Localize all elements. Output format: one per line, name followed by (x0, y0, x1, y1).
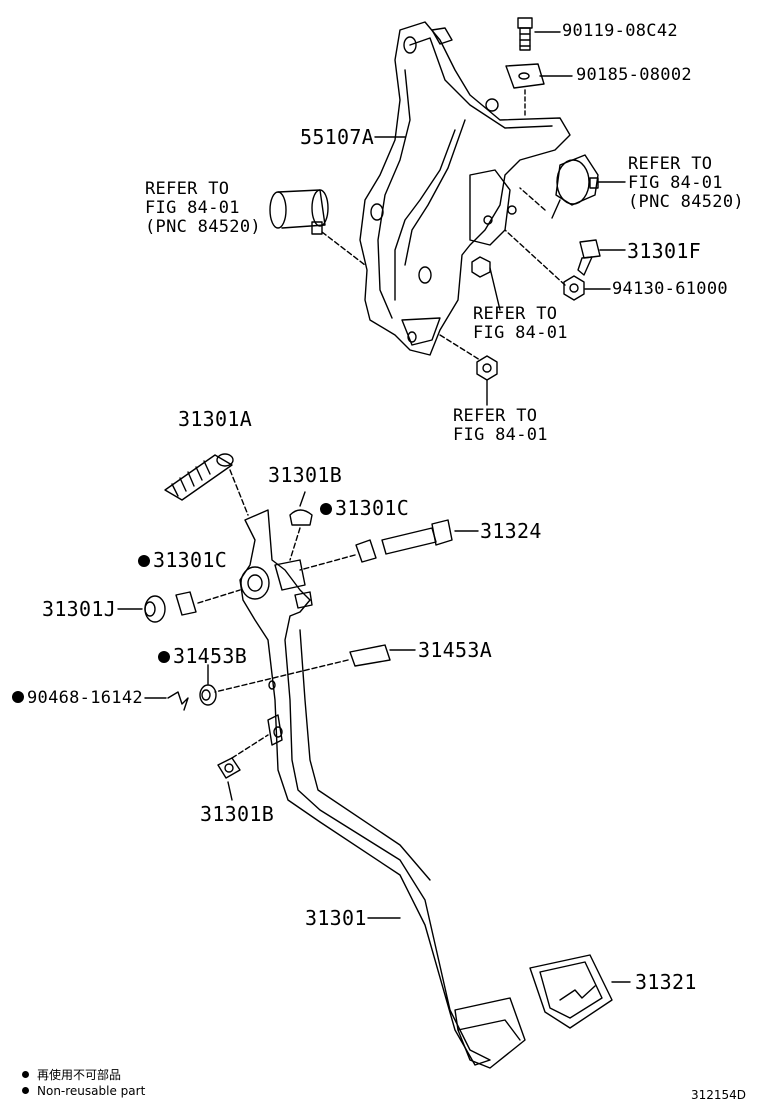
bush-31301C-left-icon (175, 591, 197, 616)
label-31321: 31321 (635, 970, 697, 994)
label-31301F: 31301F (627, 239, 702, 263)
legend-jp: 再使用不可部品 (22, 1066, 121, 1083)
label-90468-16142: 90468-16142 (12, 689, 143, 708)
refer-left-line2: FIG 84-01 (145, 198, 240, 218)
pedal-pad-icon (454, 997, 526, 1069)
washer-90185-icon (505, 63, 545, 89)
label-31453B: 31453B (158, 645, 247, 667)
refer-left-line1: REFER TO (145, 179, 230, 199)
pin-31453A-icon (349, 644, 416, 667)
stop-switch-left-icon (269, 189, 329, 235)
label-31301J: 31301J (42, 597, 117, 621)
refer-right-line2: FIG 84-01 (628, 173, 723, 193)
label-31453A: 31453A (418, 638, 493, 662)
refer-right-line3: (PNC 84520) (628, 192, 744, 212)
pedal-arm-31301 (239, 509, 491, 1066)
label-55107A: 55107A (300, 125, 375, 149)
legend-en: Non-reusable part (22, 1084, 145, 1098)
label-31301: 31301 (305, 906, 367, 930)
label-31324: 31324 (480, 519, 542, 543)
label-31301C-left: 31301C (138, 549, 227, 571)
refer-right-line1: REFER TO (628, 154, 713, 174)
pedal-pad-31321-icon (529, 954, 613, 1029)
refer-mid-line1: REFER TO (473, 304, 558, 324)
non-reusable-dot-icon (138, 555, 150, 567)
refer-low-line1: REFER TO (453, 406, 538, 426)
refer-left-line3: (PNC 84520) (145, 217, 261, 237)
label-31301B-top: 31301B (268, 463, 343, 487)
pin-31324-icon (381, 519, 453, 555)
bush-31453B-icon (199, 684, 217, 706)
collar-31301J-icon (144, 595, 166, 623)
label-90185-08002: 90185-08002 (576, 65, 692, 85)
non-reusable-dot-icon (12, 691, 24, 703)
figure-id: 312154D (690, 1088, 746, 1102)
label-94130-61000: 94130-61000 (612, 279, 728, 299)
label-31301B-low: 31301B (200, 802, 275, 826)
pedal-bracket-55107A (359, 21, 571, 356)
spring-31301A-icon (164, 453, 234, 501)
non-reusable-dot-icon (158, 651, 170, 663)
label-31301C-right: 31301C (320, 497, 409, 519)
bolt-90119-icon (517, 17, 533, 51)
label-31301A: 31301A (178, 407, 253, 431)
label-90119-08C42: 90119-08C42 (562, 21, 678, 41)
legend-dot-icon (22, 1087, 29, 1094)
refer-low-line2: FIG 84-01 (453, 425, 548, 445)
bolt-31301F-icon (577, 239, 601, 276)
cushion-31301B-top-icon (289, 509, 313, 526)
non-reusable-dot-icon (320, 503, 332, 515)
legend-dot-icon (22, 1071, 29, 1078)
stop-switch-right-icon (551, 154, 599, 219)
clip-90468-icon (167, 691, 189, 711)
refer-mid-line2: FIG 84-01 (473, 323, 568, 343)
bush-31301C-right-icon (355, 539, 377, 563)
nut-94130-icon (563, 275, 585, 301)
nut-bracket-icon (471, 256, 491, 278)
cushion-31301B-low-icon (217, 757, 241, 779)
nut-lower-icon (476, 355, 498, 381)
